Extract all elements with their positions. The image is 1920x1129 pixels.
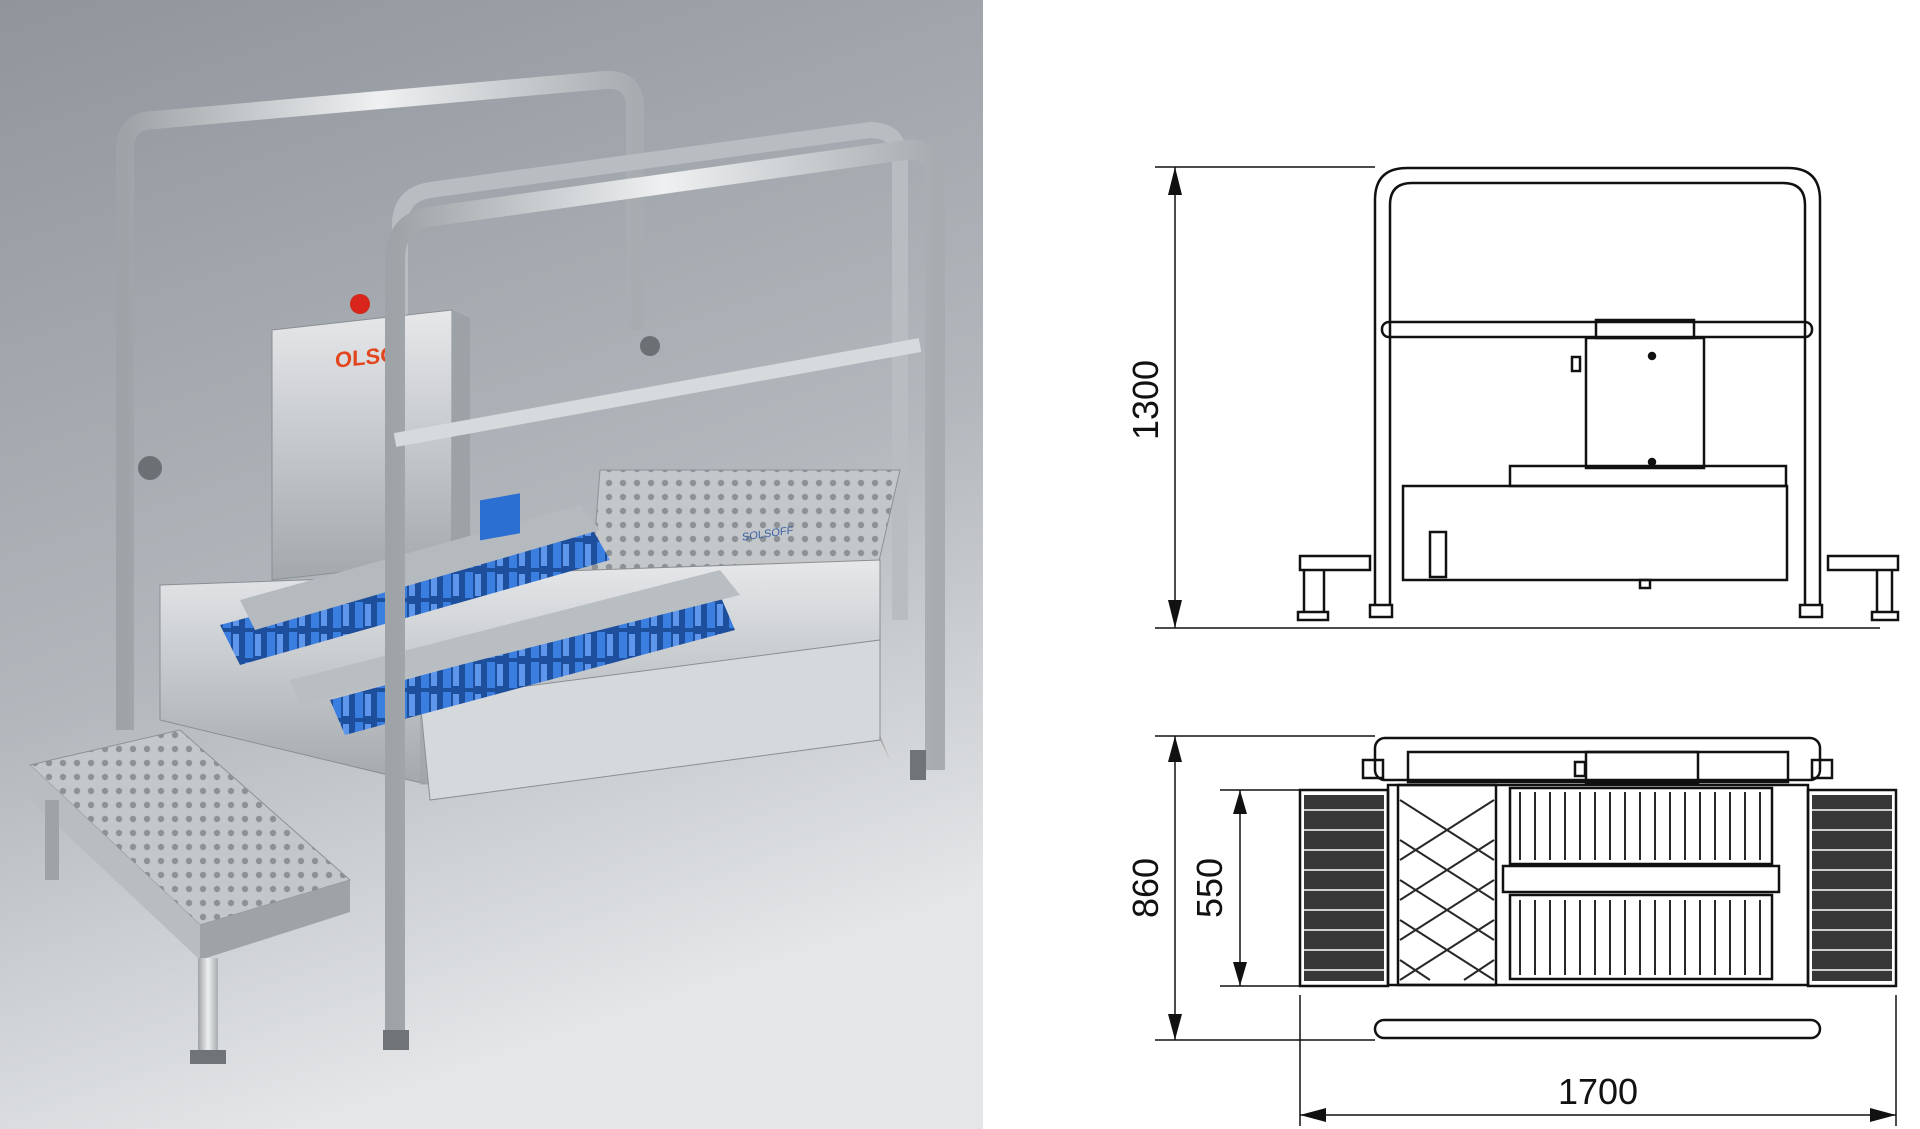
boot-washer-illustration: OLSO SOLSOFF: [0, 0, 983, 1129]
diamond-plate-pattern: [1399, 799, 1495, 981]
depth-inner-dimension-label: 550: [1189, 858, 1230, 918]
dimension-drawing: 1300 860 550 1700: [1125, 166, 1900, 1126]
brush-rows-pattern: [1519, 792, 1761, 975]
emergency-stop-icon: [350, 294, 370, 314]
product-photo: OLSO SOLSOFF: [0, 0, 983, 1129]
top-view: [1155, 735, 1898, 1126]
water-sign-icon: [480, 493, 520, 541]
knob-icon: [138, 456, 162, 480]
height-dimension-label: 1300: [1125, 360, 1166, 440]
left-mat-pattern: [1304, 795, 1384, 981]
front-view: [1155, 166, 1900, 629]
technical-drawing: 1300 860 550 1700: [983, 0, 1920, 1129]
width-dimension-label: 1700: [1558, 1071, 1638, 1112]
depth-outer-dimension-label: 860: [1125, 858, 1166, 918]
right-mat-pattern: [1812, 795, 1892, 981]
